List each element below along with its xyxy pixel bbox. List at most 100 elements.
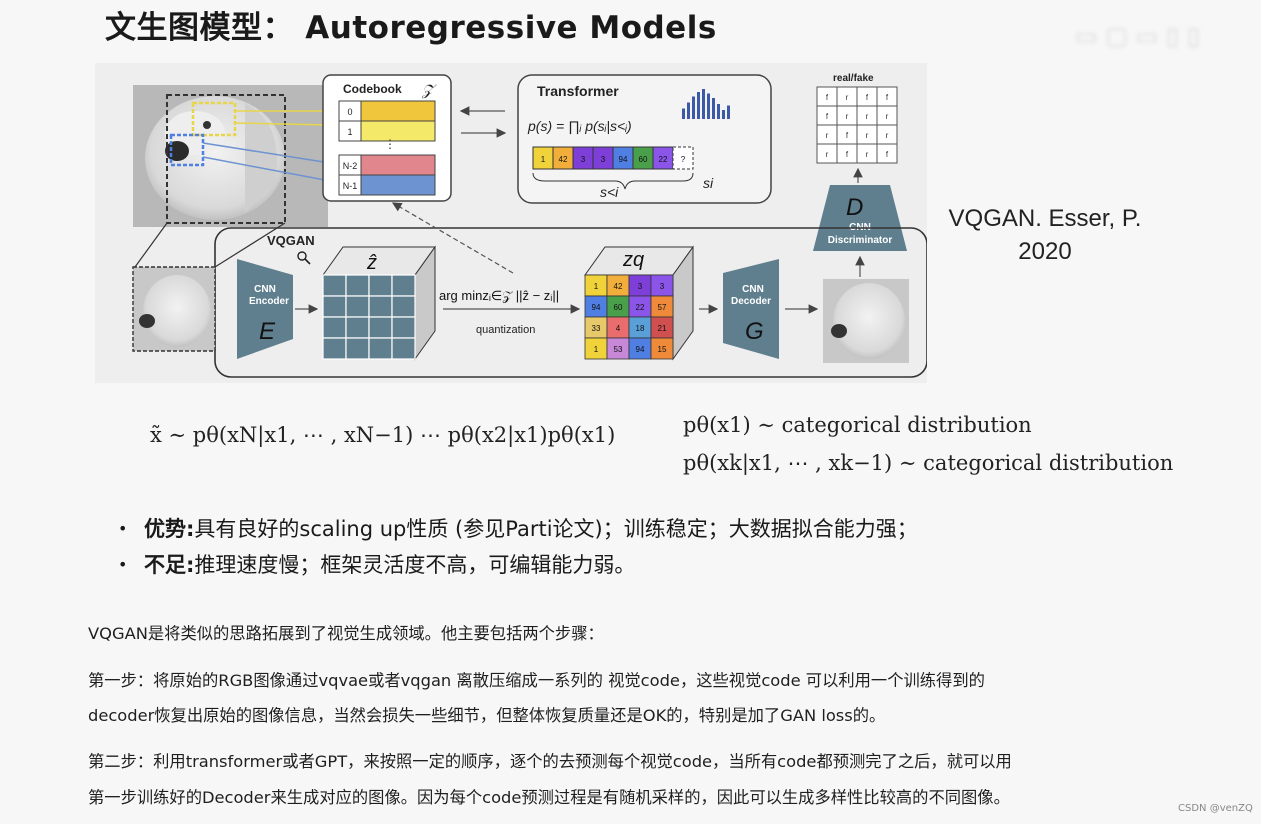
z-hat-cell (368, 337, 393, 360)
right-formula-1: pθ(x1) ∼ categorical distribution (683, 413, 1032, 437)
codebook-index-label: N-1 (343, 181, 358, 191)
sequence-token-label: 1 (541, 155, 546, 164)
sequence-token-label: 42 (559, 155, 568, 164)
z-hat-label: ẑ (366, 252, 377, 274)
s-less-than-i-label: s<i (600, 184, 619, 200)
codebook-label: Codebook (343, 82, 402, 96)
z-hat-cell (322, 295, 347, 318)
zoom-icon (297, 251, 311, 265)
decoder-block: CNN Decoder G (723, 259, 779, 359)
z-hat-cell (368, 295, 393, 318)
z-hat-cell (322, 337, 347, 360)
z-q-cell (650, 337, 674, 360)
z-q-cell-label: 1 (594, 345, 599, 354)
histogram-bar (702, 89, 705, 119)
z-q-cell-label: 3 (660, 282, 665, 291)
step1-line-2: decoder恢复出原始的图像信息，当然会损失一些细节，但整体恢复质量还是OK的… (88, 706, 886, 725)
codebook-index-label: 0 (347, 107, 352, 117)
decoder-label-1: CNN (742, 284, 764, 295)
z-hat-tensor: ẑ (322, 245, 436, 361)
real-fake-cell-label: r (846, 112, 849, 121)
codebook-rows: 01N-2N-1 (338, 100, 436, 196)
step1-line-1: 第一步：将原始的RGB图像通过vqvae或者vqgan 离散压缩成一系列的 视觉… (88, 671, 985, 690)
codebook-index-label: 1 (347, 127, 352, 137)
argmin-formula: arg minzᵢ∈𝒵 ||ẑ − zᵢ|| (439, 288, 559, 303)
real-fake-cell-label: r (866, 112, 869, 121)
sequence-token-label: 94 (619, 155, 628, 164)
real-fake-cell-label: f (826, 112, 829, 121)
sequence-token-label: 60 (639, 155, 648, 164)
z-q-cell-label: 53 (614, 345, 623, 354)
sequence-token-label: ? (681, 155, 686, 164)
histogram-bar (707, 93, 710, 119)
discriminator-label-2: Discriminator (828, 235, 893, 246)
real-fake-cell-label: r (866, 131, 869, 140)
histogram-bar (727, 105, 730, 119)
step2-line-2: 第一步训练好的Decoder来生成对应的图像。因为每个code预测过程是有随机采… (88, 788, 1010, 807)
z-q-label: zq (622, 249, 644, 271)
codebook-vector (360, 100, 436, 122)
quantization-label: quantization (476, 324, 535, 336)
cons-item: •不足:推理速度慢；框架灵活度不高，可编辑能力弱。 (118, 547, 918, 583)
real-fake-cell (876, 143, 898, 164)
z-q-cell-label: 21 (658, 324, 667, 333)
discriminator-letter: D (846, 194, 863, 221)
z-q-cell-label: 4 (616, 324, 621, 333)
encoder-letter: E (259, 318, 276, 345)
discriminator-block: D CNN Discriminator (813, 185, 907, 251)
citation-line-2: 2020 (1018, 238, 1072, 265)
transformer-label: Transformer (537, 83, 619, 99)
z-hat-cell (391, 295, 416, 318)
sequence-token-label: 22 (659, 155, 668, 164)
z-q-cell-label: 15 (658, 345, 667, 354)
vqgan-label: VQGAN (267, 233, 315, 248)
citation-line-1: VQGAN. Esser, P. (948, 205, 1142, 232)
real-fake-cell-label: r (826, 131, 829, 140)
encoder-label-2: Encoder (249, 296, 289, 307)
probability-histogram (682, 89, 730, 119)
histogram-bar (712, 98, 715, 119)
z-hat-cell (368, 316, 393, 339)
real-fake-cell-label: r (826, 150, 829, 159)
small-input-dog (132, 266, 216, 352)
z-hat-grid (322, 274, 416, 360)
real-fake-cell-label: f (826, 93, 829, 102)
z-hat-cell (391, 274, 416, 297)
real-fake-cell-label: f (866, 93, 869, 102)
z-hat-cell (345, 295, 370, 318)
z-q-cell-label: 94 (592, 303, 601, 312)
z-q-cell-label: 42 (614, 282, 623, 291)
z-hat-cell (345, 337, 370, 360)
pros-item: •优势:具有良好的scaling up性质 (参见Parti论文)；训练稳定；大… (118, 511, 918, 547)
s-i-label: si (703, 175, 714, 191)
real-fake-cell-label: r (886, 112, 889, 121)
real-fake-cell-label: f (846, 131, 849, 140)
step2-line-1: 第二步：利用transformer或者GPT，来按照一定的顺序，逐个的去预测每个… (88, 752, 1012, 771)
real-fake-label: real/fake (833, 73, 874, 84)
cons-text: 推理速度慢；框架灵活度不高，可编辑能力弱。 (194, 553, 636, 577)
bullet-icon: • (118, 519, 128, 538)
input-dog-image (133, 85, 328, 227)
encoder-label-1: CNN (254, 284, 276, 295)
real-fake-cell-label: f (886, 93, 889, 102)
z-hat-cell (322, 274, 347, 297)
real-fake-cell-label: f (886, 150, 889, 159)
histogram-bar (687, 102, 690, 119)
histogram-bar (682, 108, 685, 119)
pros-cons-list: •优势:具有良好的scaling up性质 (参见Parti论文)；训练稳定；大… (118, 511, 918, 583)
z-hat-cell (368, 274, 393, 297)
z-q-cell-label: 22 (636, 303, 645, 312)
z-q-cell-label: 18 (636, 324, 645, 333)
bullet-icon: • (118, 555, 128, 574)
left-formula: x̃ ∼ pθ(xN|x1, ⋯ , xN−1) ⋯ pθ(x2|x1)pθ(x… (150, 423, 616, 447)
z-q-cell-label: 3 (638, 282, 643, 291)
codebook-vector (360, 154, 436, 176)
z-hat-cell (391, 337, 416, 360)
codebook-panel: Codebook 𝒵 01N-2N-1 ⋮ (322, 74, 452, 202)
right-formula-2: pθ(xk|x1, ⋯ , xk−1) ∼ categorical distri… (683, 451, 1174, 475)
